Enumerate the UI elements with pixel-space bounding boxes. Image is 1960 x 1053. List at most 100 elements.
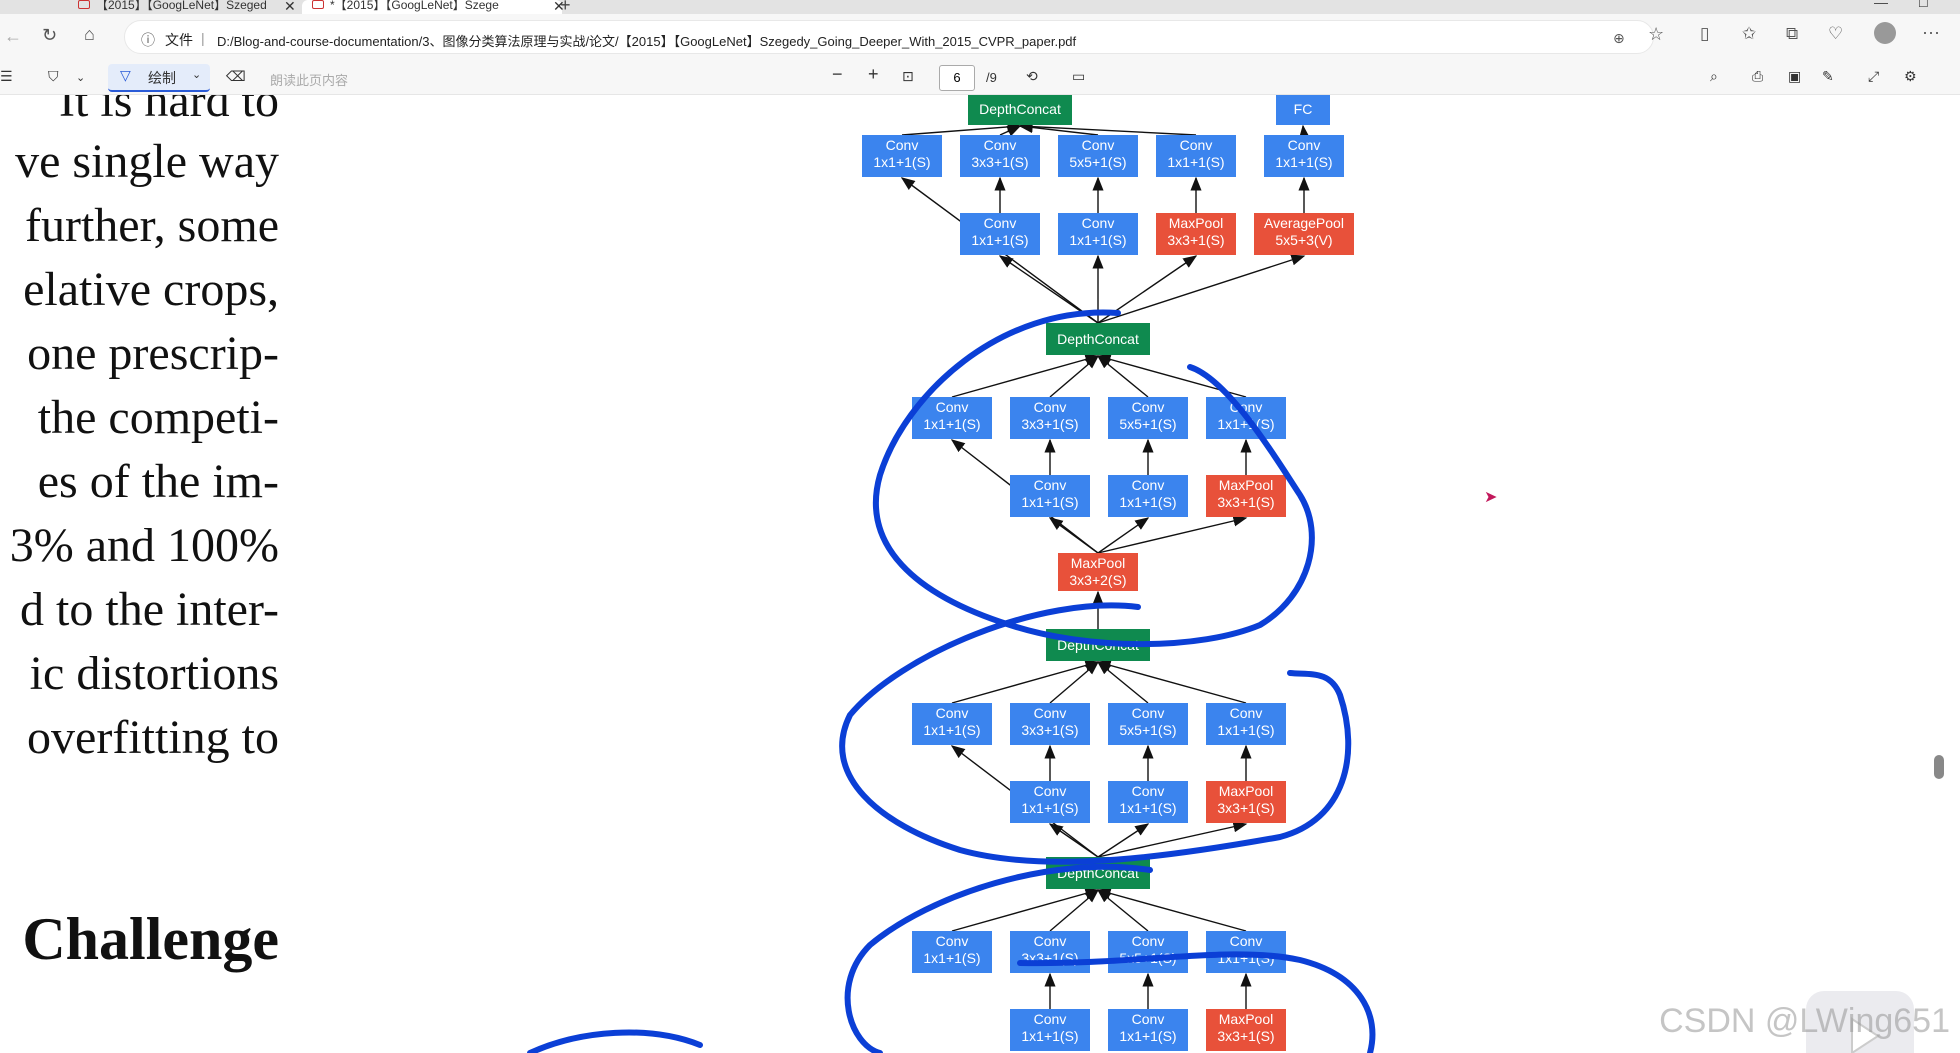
more-menu-icon[interactable]: ··· <box>1922 22 1940 42</box>
draw-pen-icon: ▽ <box>120 67 131 83</box>
pdf-icon <box>312 0 324 9</box>
node-label: MaxPool <box>1218 1011 1274 1027</box>
node-label: Conv <box>1287 137 1321 153</box>
profile-avatar[interactable] <box>1874 22 1896 44</box>
save-as-icon[interactable]: ✎ <box>1822 68 1834 84</box>
favorite-star-icon[interactable]: ☆ <box>1648 24 1665 44</box>
mouse-cursor-icon: ➤ <box>1484 489 1498 506</box>
tab-label: *【2015】【GoogLeNet】Szege <box>330 0 499 12</box>
diagram-edge <box>998 255 1099 324</box>
back-icon[interactable]: ← <box>4 26 22 46</box>
node-label: 1x1+1(S) <box>923 722 981 738</box>
new-tab-button[interactable]: + <box>560 0 571 15</box>
video-play-overlay-button[interactable] <box>1806 991 1914 1053</box>
home-icon[interactable]: ⌂ <box>84 24 95 44</box>
fullscreen-icon[interactable]: ⤢ <box>1868 68 1880 84</box>
pdf-page: It is hard to ve single way further, som… <box>0 95 1960 1053</box>
paper-line: further, some <box>25 199 279 252</box>
refresh-icon[interactable]: ↻ <box>42 25 58 45</box>
address-bar[interactable]: ⓘ 文件 | D:/Blog-and-course-documentation/… <box>124 20 1654 54</box>
node-label: Conv <box>1033 705 1067 721</box>
paper-line: one prescrip- <box>27 327 279 380</box>
zoom-in-icon[interactable]: + <box>868 64 879 84</box>
node-label: Conv <box>1033 477 1067 493</box>
watermark: CSDN @LWing651 <box>1659 1002 1950 1040</box>
minimize-icon[interactable]: — <box>1874 0 1888 10</box>
close-tab-icon[interactable]: ✕ <box>553 0 565 14</box>
diagram-edge <box>1097 254 1306 324</box>
search-icon[interactable]: ⌕ <box>1710 68 1718 84</box>
diagram-edge <box>1097 255 1198 324</box>
node-label: 5x5+1(S) <box>1119 722 1177 738</box>
fit-page-icon[interactable]: ⊡ <box>902 68 914 84</box>
split-screen-icon[interactable]: ▯ <box>1700 24 1710 43</box>
node-label: 1x1+1(S) <box>1021 494 1079 510</box>
info-icon[interactable]: ⓘ <box>141 32 155 48</box>
maximize-icon[interactable]: ☐ <box>1918 0 1929 10</box>
paper-line: It is hard to <box>59 95 279 127</box>
node-label: 1x1+1(S) <box>1119 1028 1177 1044</box>
node-label: Conv <box>983 137 1017 153</box>
chevron-down-icon[interactable]: ⌄ <box>192 69 202 81</box>
draw-button[interactable]: ▽ 绘制 ⌄ <box>108 64 210 92</box>
settings-gear-icon[interactable]: ⚙ <box>1904 68 1917 84</box>
highlight-icon[interactable]: ⛉ <box>48 68 59 84</box>
url-text[interactable]: D:/Blog-and-course-documentation/3、图像分类算… <box>217 34 1077 49</box>
page-total: /9 <box>986 70 997 85</box>
tab-pdf-1[interactable]: 【2015】【GoogLeNet】Szeged <box>78 0 298 14</box>
node-label: Conv <box>1033 933 1067 949</box>
node-label: DepthConcat <box>1057 865 1139 881</box>
node-label: Conv <box>1081 137 1115 153</box>
node-label: Conv <box>1229 399 1263 415</box>
zoom-out-icon[interactable]: − <box>832 64 843 84</box>
pdf-toolbar: ☰ ⛉ ⌄ ▽ 绘制 ⌄ ⌫ 朗读此页内容 − + ⊡ 6 /9 ⟲ ▭ ⌕ ⎙… <box>0 62 1960 95</box>
zoom-icon[interactable]: ⊕ <box>1613 30 1625 46</box>
paper-line: the competi- <box>37 391 279 444</box>
read-aloud-button[interactable]: 朗读此页内容 <box>270 73 349 88</box>
node-label: MaxPool <box>1070 555 1126 571</box>
scrollbar-thumb[interactable] <box>1934 755 1944 779</box>
node-label: Conv <box>1179 137 1213 153</box>
favorites-icon[interactable]: ✩ <box>1742 24 1757 43</box>
diagram-edge <box>951 354 1100 398</box>
collections-icon[interactable]: ⧉ <box>1786 24 1799 43</box>
browser-essentials-icon[interactable]: ♡ <box>1828 24 1844 43</box>
node-label: Conv <box>885 137 919 153</box>
node-label: 1x1+1(S) <box>971 232 1029 248</box>
eraser-icon[interactable]: ⌫ <box>226 68 246 84</box>
print-icon[interactable]: ⎙ <box>1752 68 1764 84</box>
paper-line: elative crops, <box>23 263 279 316</box>
node-label: Conv <box>1229 933 1263 949</box>
diagram-edge <box>1298 124 1310 140</box>
save-icon[interactable]: ▣ <box>1788 68 1802 84</box>
contents-icon[interactable]: ☰ <box>0 68 13 84</box>
close-tab-icon[interactable]: ✕ <box>284 0 296 14</box>
paper-line: d to the inter- <box>20 583 279 636</box>
tab-pdf-2-active[interactable]: *【2015】【GoogLeNet】Szege <box>302 0 562 14</box>
chevron-down-icon[interactable]: ⌄ <box>76 72 86 84</box>
node-label: Conv <box>1229 705 1263 721</box>
page-view-icon[interactable]: ▭ <box>1072 68 1086 84</box>
page-number-input[interactable]: 6 <box>939 65 975 91</box>
node-label: 3x3+1(S) <box>1217 494 1275 510</box>
node-label: 3x3+1(S) <box>1167 232 1225 248</box>
diagram-edge <box>1096 353 1247 398</box>
rotate-icon[interactable]: ⟲ <box>1026 68 1038 84</box>
